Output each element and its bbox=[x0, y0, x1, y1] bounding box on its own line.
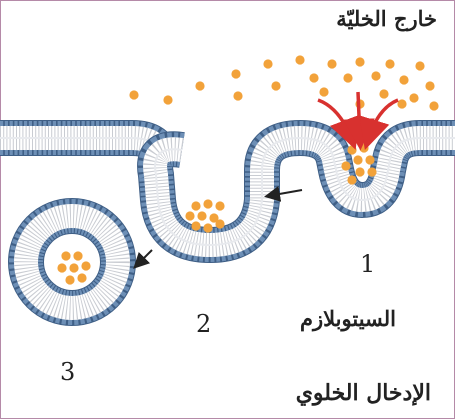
particle bbox=[341, 161, 351, 171]
particle bbox=[209, 213, 219, 223]
particle bbox=[397, 99, 407, 109]
particle bbox=[359, 143, 369, 153]
particle bbox=[65, 275, 75, 285]
particle bbox=[371, 71, 381, 81]
membrane-left-segment bbox=[0, 120, 180, 164]
red-arrow-right bbox=[359, 98, 399, 151]
particle bbox=[215, 219, 225, 229]
particle bbox=[385, 59, 395, 69]
particles-group bbox=[57, 55, 439, 285]
particle bbox=[231, 69, 241, 79]
particle bbox=[379, 89, 389, 99]
particle bbox=[353, 155, 363, 165]
particle bbox=[409, 93, 419, 103]
particle bbox=[57, 263, 67, 273]
particle bbox=[191, 221, 201, 231]
particle bbox=[355, 57, 365, 67]
particle bbox=[77, 273, 87, 283]
inward-red-arrows bbox=[317, 91, 399, 151]
particle bbox=[197, 211, 207, 221]
stage-3-number: 3 bbox=[60, 358, 76, 386]
cell-membrane bbox=[0, 119, 455, 326]
particle bbox=[163, 95, 173, 105]
outside-cell-label: خارج الخليّة bbox=[336, 6, 437, 31]
particle bbox=[347, 175, 357, 185]
particle bbox=[429, 101, 439, 111]
stage-1-number: 1 bbox=[360, 250, 376, 278]
vesicle-3 bbox=[8, 198, 136, 326]
particle bbox=[233, 91, 243, 101]
particle bbox=[69, 263, 79, 273]
particle bbox=[203, 199, 213, 209]
particle bbox=[319, 87, 329, 97]
particle bbox=[129, 90, 139, 100]
cytoplasm-label: السيتوبلازم bbox=[300, 306, 397, 331]
pit2-particles bbox=[185, 199, 225, 233]
particle bbox=[185, 211, 195, 221]
particle bbox=[367, 167, 377, 177]
particle bbox=[263, 59, 273, 69]
particle bbox=[191, 201, 201, 211]
arrow-stage2-to-3 bbox=[133, 249, 153, 269]
particle bbox=[271, 81, 281, 91]
membrane-right-segment bbox=[137, 119, 455, 264]
particle bbox=[399, 75, 409, 85]
vesicle3-particles bbox=[57, 251, 91, 285]
particle bbox=[81, 261, 91, 271]
particle bbox=[355, 167, 365, 177]
particle bbox=[195, 81, 205, 91]
outside-particles bbox=[129, 55, 439, 111]
particle bbox=[203, 223, 213, 233]
particle bbox=[215, 201, 225, 211]
particle bbox=[61, 251, 71, 261]
particle bbox=[343, 73, 353, 83]
particle bbox=[73, 251, 83, 261]
particle bbox=[295, 55, 305, 65]
red-arrow-center bbox=[343, 91, 375, 151]
endocytosis-label: الإدخال الخلوي bbox=[295, 380, 431, 406]
particle bbox=[327, 59, 337, 69]
arrow-stage1-to-2 bbox=[264, 186, 303, 202]
particle bbox=[425, 81, 435, 91]
particle bbox=[347, 145, 357, 155]
particle bbox=[309, 73, 319, 83]
stage-2-number: 2 bbox=[196, 310, 212, 338]
particle bbox=[365, 155, 375, 165]
particle bbox=[415, 61, 425, 71]
